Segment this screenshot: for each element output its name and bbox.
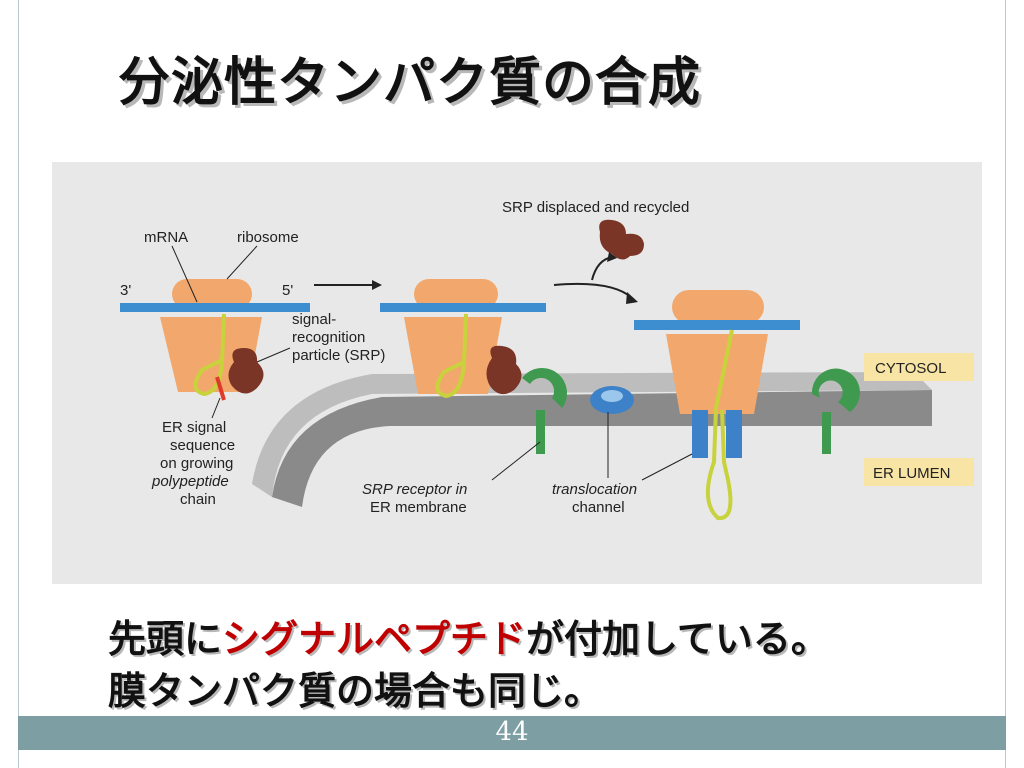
ribosome-3-large-subunit — [666, 334, 768, 414]
cytosol-box — [864, 353, 974, 381]
mrna-leader — [171, 245, 198, 303]
mrna-strand-3 — [634, 320, 800, 330]
srp-receptor-2 — [811, 368, 860, 412]
srp-receptor-1 — [522, 368, 567, 408]
er-membrane-side — [272, 390, 932, 507]
arrowhead-srp-up — [607, 252, 617, 262]
er-signal-label-4: polypeptide — [151, 473, 229, 490]
page-number: 44 — [495, 717, 529, 747]
srp-displaced — [599, 219, 644, 260]
left-frame-line — [18, 0, 19, 768]
arrowhead-step-1 — [372, 280, 382, 290]
translocation-leader-2 — [641, 453, 693, 481]
channel-pore — [601, 390, 623, 402]
arrowhead-step-2 — [626, 292, 638, 304]
three-prime-label: 3' — [120, 282, 131, 299]
er-signal-label-3: on growing — [160, 455, 233, 472]
right-frame-line — [1005, 0, 1006, 768]
srp-1 — [228, 348, 264, 394]
srp-diagram: CYTOSOL ER LUMEN SRP displaced and recyc… — [52, 162, 982, 584]
er-signal-label-5: chain — [180, 491, 216, 508]
ribosome-1-small-subunit — [172, 279, 252, 309]
er-lumen-label: ER LUMEN — [873, 465, 951, 482]
slide-title: 分泌性タンパク質の合成 — [118, 53, 702, 113]
translocation-label-1: translocation — [552, 481, 637, 498]
ribosome-2-small-subunit — [414, 279, 498, 309]
mrna-label: mRNA — [144, 229, 188, 246]
srp-receptor-2-stalk — [822, 412, 831, 454]
srp-receptor-label-2: ER membrane — [370, 499, 467, 516]
ribosome-2-large-subunit — [404, 317, 502, 394]
footer-bar — [18, 716, 1006, 750]
ribosome-leader — [226, 245, 258, 280]
channel-open-right — [726, 410, 742, 458]
channel-open-left — [692, 410, 708, 458]
mrna-strand-1 — [120, 303, 310, 312]
er-lumen-box — [864, 458, 974, 486]
er-signal-label-2: sequence — [170, 437, 235, 454]
five-prime-label: 5' — [282, 282, 293, 299]
srp-diagram-svg: CYTOSOL ER LUMEN SRP displaced and recyc… — [52, 162, 982, 584]
srp-leader — [256, 347, 291, 363]
er-membrane-top — [252, 372, 932, 497]
mrna-strand-2 — [380, 303, 546, 312]
srp-label-3: particle (SRP) — [292, 347, 385, 364]
er-signal-label-1: ER signal — [162, 419, 226, 436]
polypeptide-chain-1 — [193, 313, 226, 397]
srp-receptor-1-stalk — [536, 410, 545, 454]
caption-highlight: シグナルペプチド — [222, 617, 527, 661]
srp-label-1: signal- — [292, 311, 336, 328]
translocation-label-2: channel — [572, 499, 625, 516]
er-signal-leader — [211, 397, 221, 419]
srp-label-2: recognition — [292, 329, 365, 346]
ribosome-label: ribosome — [237, 229, 299, 246]
caption-line-1: 先頭にシグナルペプチドが付加している。 — [108, 608, 829, 663]
polypeptide-chain-2 — [435, 313, 468, 399]
caption-line-2: 膜タンパク質の場合も同じ。 — [108, 669, 603, 713]
cytosol-label: CYTOSOL — [875, 360, 946, 377]
polypeptide-chain-3 — [706, 329, 734, 521]
caption-suffix: が付加している。 — [526, 617, 829, 661]
caption-prefix: 先頭に — [108, 617, 223, 661]
signal-sequence-1 — [215, 376, 226, 401]
srp-receptor-label-1: SRP receptor in — [362, 481, 467, 498]
srp-displaced-label: SRP displaced and recycled — [502, 199, 689, 216]
srp-receptor-leader — [491, 441, 541, 481]
ribosome-3-small-subunit — [672, 290, 764, 324]
srp-2 — [486, 345, 522, 395]
